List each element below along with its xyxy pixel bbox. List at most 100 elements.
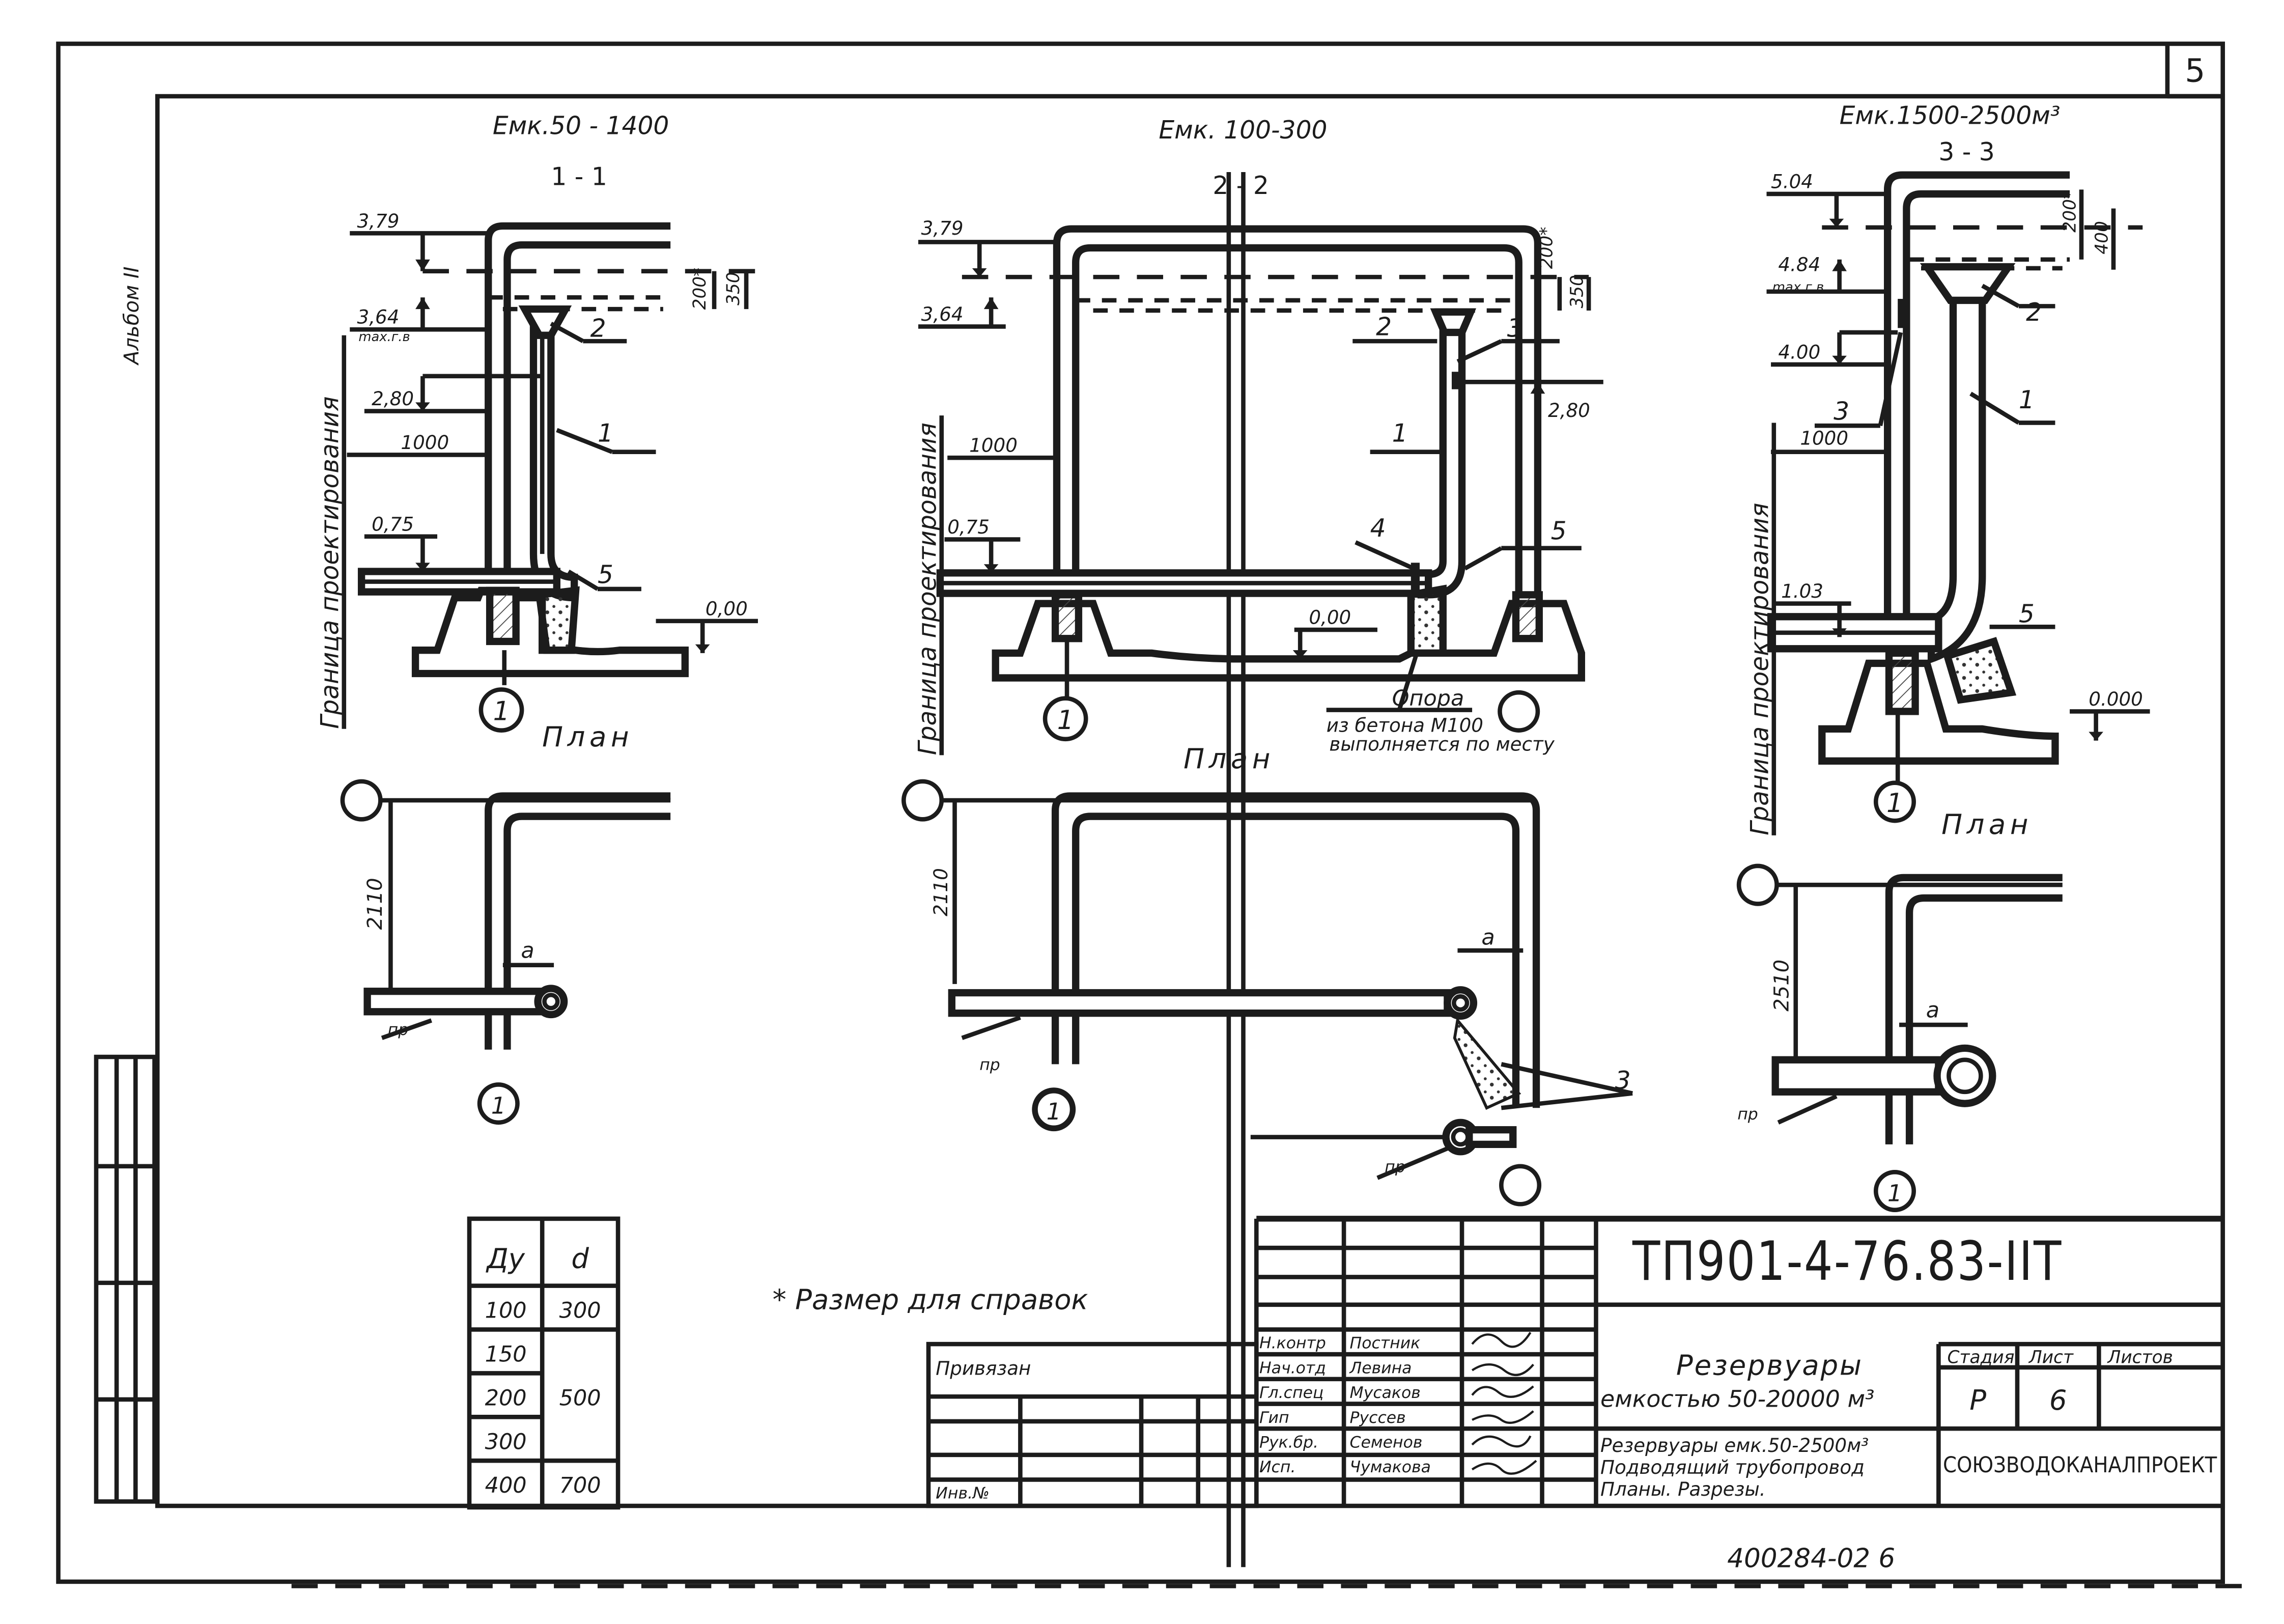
support-title: Опора — [1392, 686, 1464, 711]
callout-4-s2: 4 — [1370, 514, 1386, 543]
callout-1-s3: 1 — [2019, 386, 2035, 414]
plan-axis-bottom-2 — [1032, 1087, 1076, 1132]
foundation-2 — [992, 600, 1585, 682]
footnote: * Размер для справок — [773, 1283, 1088, 1315]
plan-axis-top-1 — [340, 779, 383, 822]
support-note-1: из бетона М100 — [1327, 714, 1483, 737]
elev-top-1: 3,79 — [357, 210, 400, 232]
elev-water-1: 3,64 — [357, 306, 400, 328]
axis-marker-3 — [1873, 780, 1916, 823]
callout-2-s1: 2 — [590, 315, 606, 343]
name-5: Семенов — [1350, 1433, 1423, 1451]
sheets-header: Листов — [2107, 1347, 2173, 1367]
role-6: Исп. — [1259, 1458, 1295, 1476]
callout-2-s3: 2 — [2026, 298, 2042, 327]
title-line-2: емкостью 50-20000 м³ — [1600, 1385, 1874, 1412]
plan-pipe-label-2b: пр — [1385, 1158, 1405, 1176]
max-level-3: max.г.в — [1772, 280, 1824, 295]
riser-pipe-3 — [1927, 295, 1986, 664]
support-note-2: выполняется по месту — [1329, 733, 1555, 755]
capacity-label-1: Емк.50 - 1400 — [493, 112, 669, 141]
elev-zero-1: 0,00 — [706, 597, 748, 620]
dim-1000-3: 1000 — [1800, 427, 1848, 449]
foundation-3 — [1818, 659, 2059, 765]
elevations-2: 3,79 3,64 1000 0,75 0,00 2,80 200* 350 — [918, 217, 1603, 659]
plan-axis-bottom-1 — [477, 1082, 520, 1125]
signatures — [1471, 1332, 1537, 1475]
plan-callout-2: 3 — [1615, 1067, 1631, 1095]
desc-line-3: Планы. Разрезы. — [1600, 1478, 1766, 1500]
plan-dim-3: 2510 — [1770, 960, 1793, 1012]
left-stamp — [94, 1054, 157, 1504]
role-1: Н.контр — [1259, 1334, 1326, 1353]
dn-header-d: d — [571, 1243, 589, 1275]
plan-axis-label-1: 1 — [491, 1092, 506, 1119]
tank-wall-2 — [1053, 225, 1542, 598]
dim-350-2: 350 — [1567, 275, 1588, 309]
dn-header-du: Ду — [486, 1243, 525, 1275]
callout-3-s2: 3 — [1507, 315, 1523, 343]
elev-pipe-1: 2,80 — [372, 387, 414, 410]
plan-dim-2: 2110 — [929, 868, 952, 916]
stage-value: Р — [1969, 1384, 1986, 1416]
callout-1-s2: 1 — [1392, 419, 1408, 448]
section-3-3: Емк.1500-2500м³ 3 - 3 5.04 4.84 max.г.в — [1736, 101, 2150, 1213]
dim-200-3: 200* — [2060, 190, 2080, 233]
role-3: Гл.спец — [1259, 1384, 1323, 1402]
boundary-label-3: Граница проектирования — [1745, 503, 1774, 835]
dn-row-d: 300 — [559, 1298, 601, 1324]
capacity-label-3: Емк.1500-2500м³ — [1840, 101, 2061, 130]
stage-header: Стадия — [1948, 1347, 2015, 1367]
plan-axis-label-3: 1 — [1887, 1180, 1902, 1207]
dn-row-du: 100 — [485, 1298, 527, 1324]
section-label-2: 2 - 2 — [1213, 172, 1268, 200]
plan-pipe-label-3: пр — [1737, 1105, 1758, 1124]
axis-marker-2b — [1498, 690, 1540, 733]
section-label-1: 1 - 1 — [551, 163, 607, 191]
plan-riser-3 — [1933, 1044, 1996, 1107]
plan-a-2: a — [1481, 925, 1495, 950]
dim-350-1: 350 — [723, 272, 744, 305]
dim-200-2: 200* — [1537, 227, 1557, 269]
foundation-1 — [411, 586, 689, 678]
elev-pipe-2: 2,80 — [1548, 399, 1590, 422]
elev-zero-2: 0,00 — [1309, 606, 1351, 629]
margin-note: Альбом II — [120, 266, 144, 366]
plan-tank-wall-2 — [1051, 792, 1540, 1108]
tank-wall-3 — [1883, 171, 2070, 641]
plan-tank-wall-3 — [1885, 874, 2063, 1144]
axis-marker-2 — [1042, 696, 1088, 742]
axis-label-2: 1 — [1057, 705, 1074, 736]
dn-row-d: 500 — [559, 1385, 601, 1411]
callout-5-s1: 5 — [598, 561, 613, 589]
plan-axis-bottom-2b — [1499, 1164, 1542, 1207]
plan-pipe-2 — [948, 989, 1451, 1017]
max-level-1: max.г.в — [358, 329, 410, 345]
name-4: Руссев — [1350, 1409, 1406, 1427]
boundary-label-1: Граница проектирования — [316, 397, 344, 729]
doc-code: ТП901-4-76.83-IIТ — [1632, 1230, 2063, 1293]
plan-riser-1 — [534, 985, 568, 1019]
section-1-1: Емк.50 - 1400 1 - 1 3,79 3,64 max.г — [316, 112, 758, 1125]
plan-title-2: План — [1183, 743, 1275, 775]
sheet-value: 6 — [2049, 1384, 2067, 1416]
axis-marker-1 — [478, 687, 524, 733]
name-3: Мусаков — [1350, 1384, 1421, 1402]
callout-1-s1: 1 — [598, 419, 613, 448]
axis-label-1: 1 — [493, 696, 510, 727]
dn-row-du: 300 — [485, 1429, 527, 1454]
inlet-funnel-3 — [1920, 263, 2016, 304]
dim-200-1: 200* — [690, 268, 710, 310]
capacity-label-2: Емк. 100-300 — [1159, 116, 1327, 145]
dn-row-du: 400 — [485, 1473, 527, 1498]
role-2: Нач.отд — [1259, 1359, 1326, 1377]
inv-label: Инв.№ — [936, 1485, 989, 1503]
plan-axis-top-3 — [1736, 863, 1779, 906]
elev-inlet-2: 0,75 — [947, 516, 990, 538]
inlet-funnel-2 — [1430, 308, 1477, 337]
elev-pipe-3: 4.00 — [1778, 341, 1820, 363]
inlet-funnel-1 — [518, 305, 572, 339]
support-2 — [1407, 584, 1447, 657]
name-1: Постник — [1350, 1334, 1421, 1353]
